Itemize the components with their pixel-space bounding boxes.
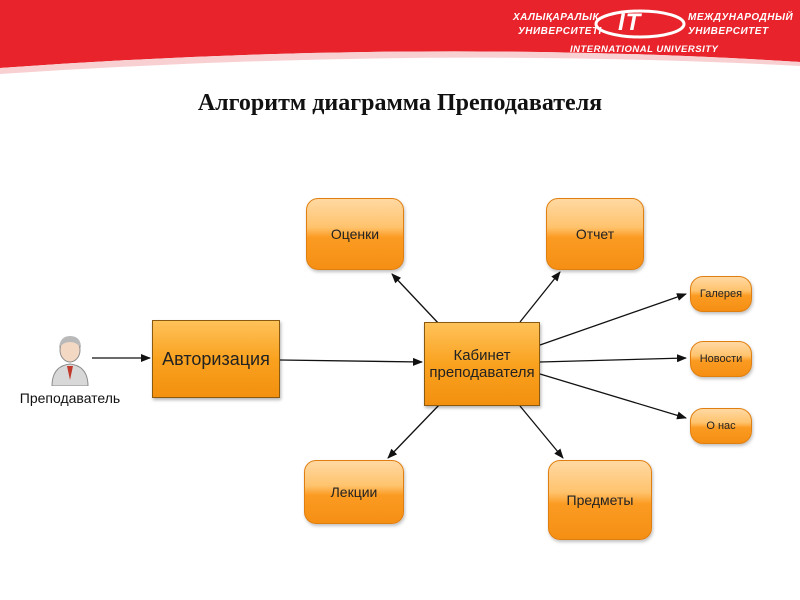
arrow-cabinet-to-news <box>539 354 687 363</box>
cabinet-box: Кабинет преподавателя <box>424 322 540 406</box>
subjects-box: Предметы <box>548 460 652 540</box>
grades-label: Оценки <box>330 225 380 242</box>
header-left-line2: УНИВЕРСИТЕТІ <box>518 26 602 37</box>
arrow-cabinet-to-about <box>539 373 687 420</box>
teacher-avatar-icon <box>51 336 89 386</box>
arrow-cabinet-to-subjects <box>519 405 564 459</box>
auth-label: Авторизация <box>162 348 270 369</box>
header-banner <box>0 0 800 74</box>
arrow-cabinet-to-grades <box>391 273 441 326</box>
subjects-label: Предметы <box>566 491 634 508</box>
logo-emblem <box>594 9 686 39</box>
teacher-label: Преподаватель <box>19 390 121 406</box>
news-label: Новости <box>699 352 743 365</box>
header-right-line2: УНИВЕРСИТЕТ <box>688 26 769 37</box>
auth-box: Авторизация <box>152 320 280 398</box>
header-white-swoosh <box>0 51 800 74</box>
header-right-line1: МЕЖДУНАРОДНЫЙ <box>688 12 794 23</box>
about-label: О нас <box>706 419 736 432</box>
lectures-box: Лекции <box>304 460 404 524</box>
news-box: Новости <box>690 341 752 377</box>
logo-it: IT <box>618 9 642 36</box>
about-box: О нас <box>690 408 752 444</box>
page-title: Алгоритм диаграмма Преподавателя <box>197 90 603 116</box>
gallery-box: Галерея <box>690 276 752 312</box>
report-label: Отчет <box>575 225 615 242</box>
grades-box: Оценки <box>306 198 404 270</box>
header-left-line1: ХАЛЫҚАРАЛЫҚ <box>513 12 600 23</box>
cabinet-label: Кабинет преподавателя <box>429 346 535 381</box>
arrow-auth-to-cabinet <box>279 357 423 366</box>
arrow-cabinet-to-lectures <box>387 403 441 459</box>
header-bottom-line: INTERNATIONAL UNIVERSITY <box>570 44 719 55</box>
lectures-label: Лекции <box>330 483 378 500</box>
arrow-cabinet-to-gallery <box>539 293 687 346</box>
report-box: Отчет <box>546 198 644 270</box>
arrow-cabinet-to-report <box>519 271 561 323</box>
gallery-label: Галерея <box>699 287 743 300</box>
